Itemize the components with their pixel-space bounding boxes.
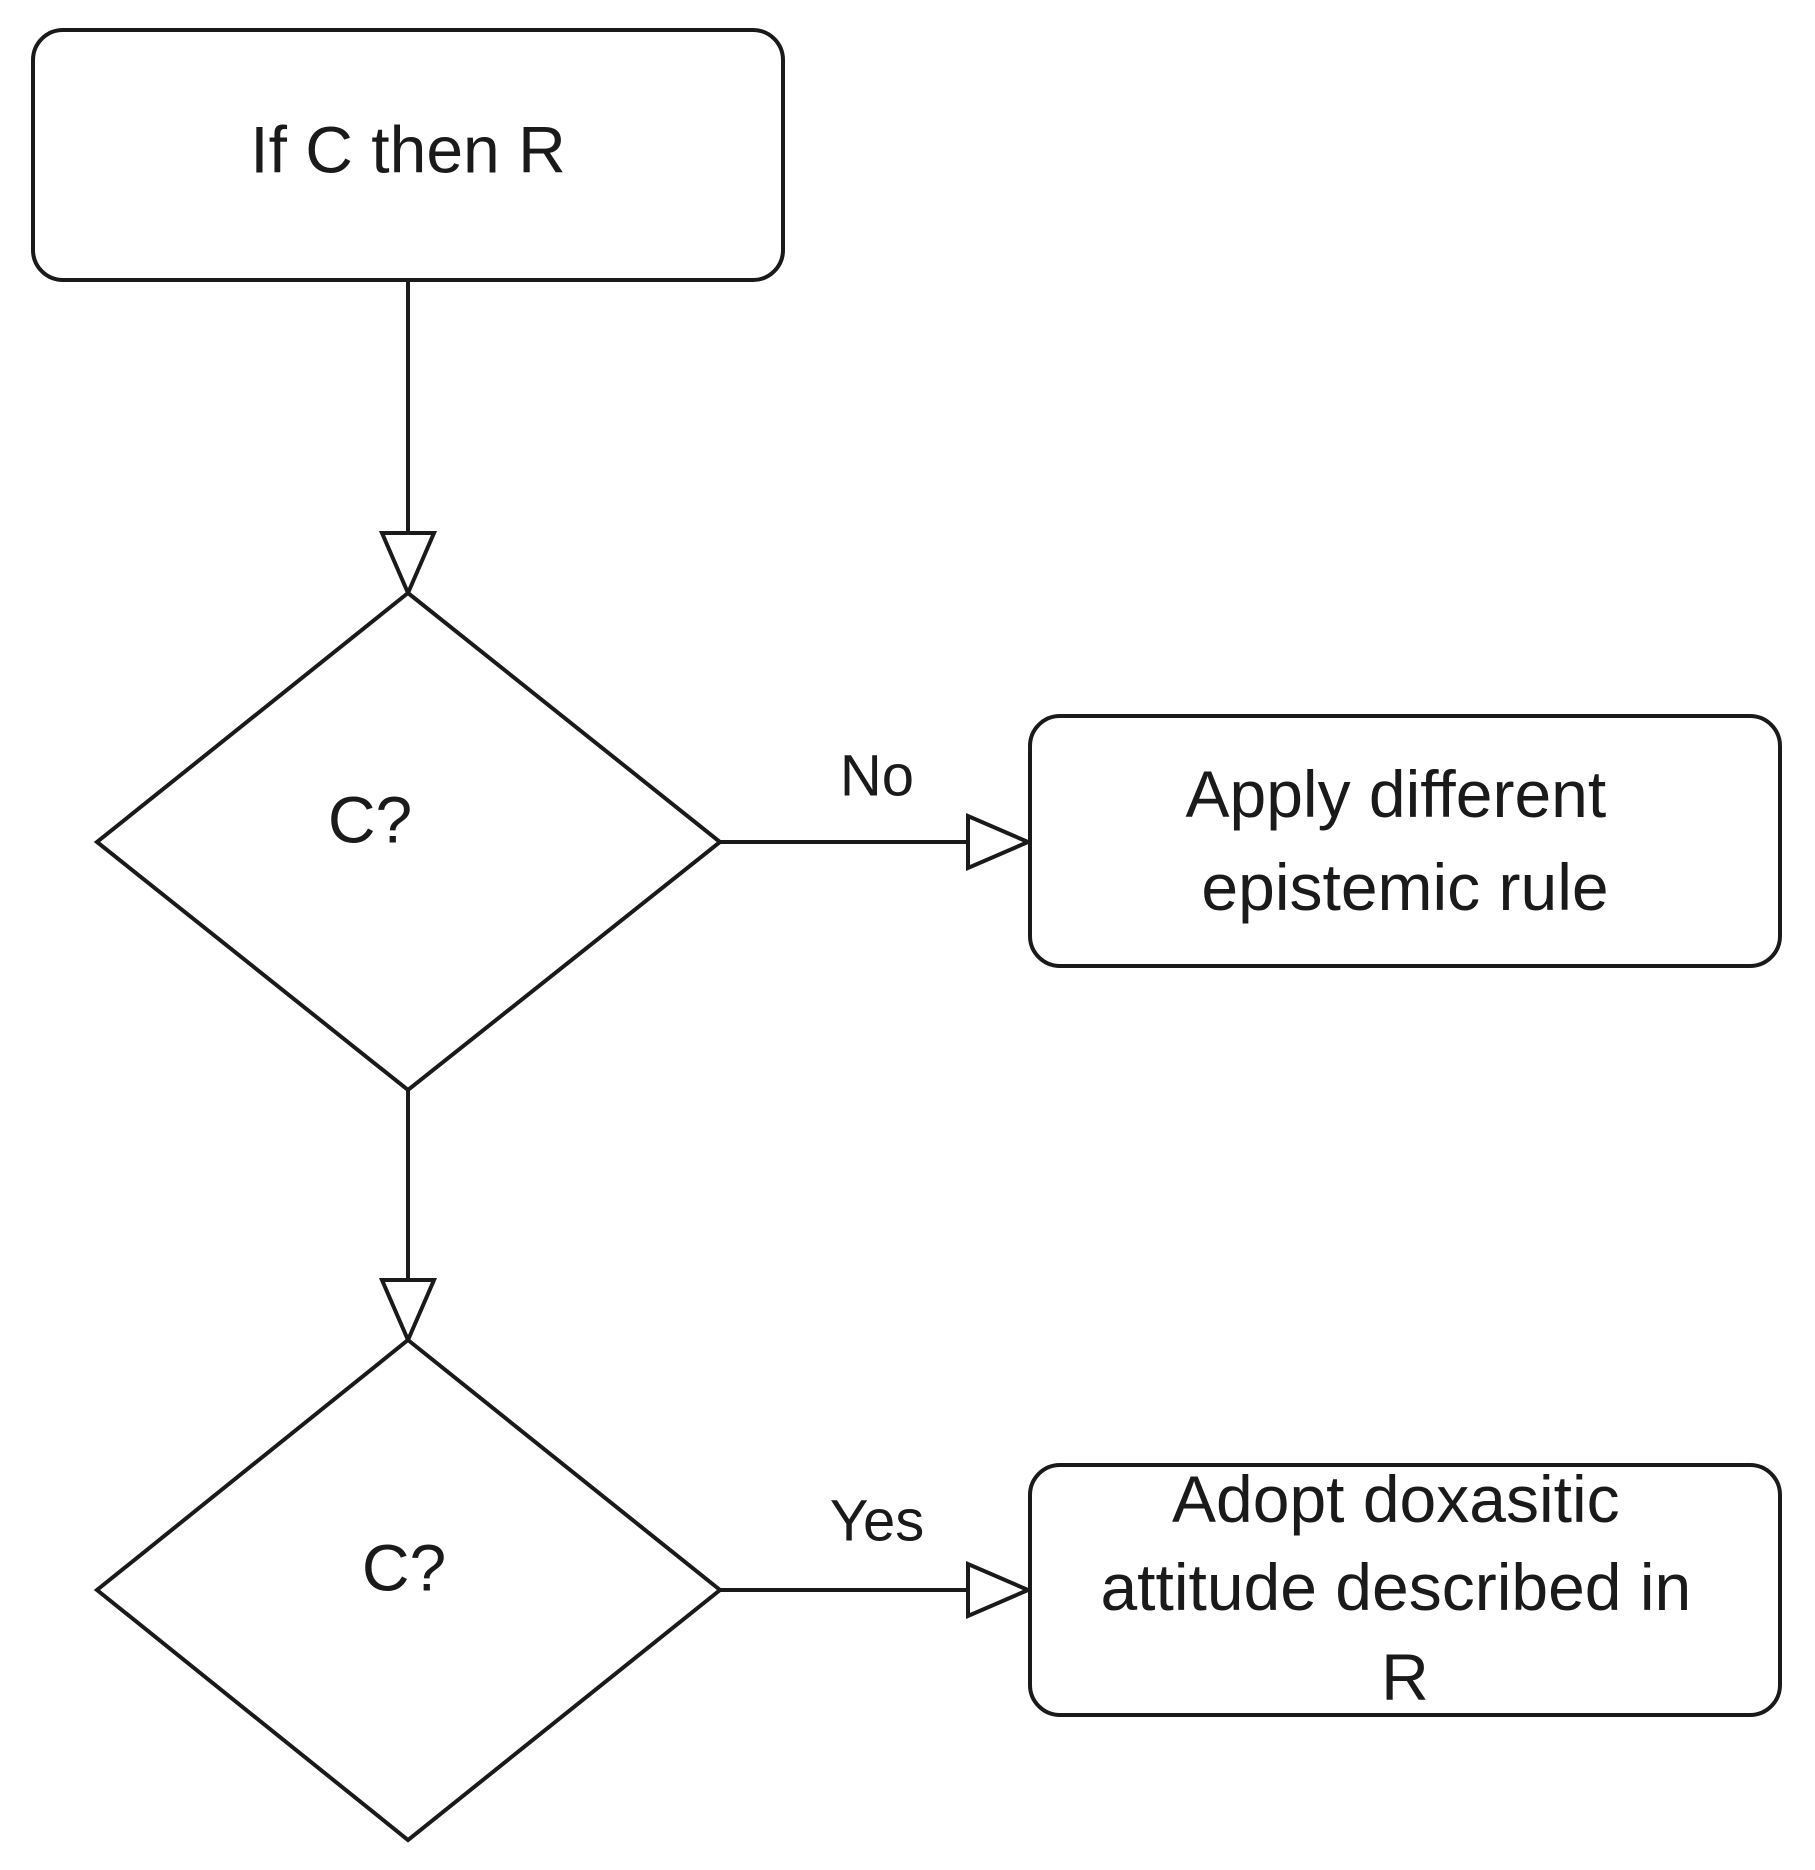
decision-1-label: C? [328, 782, 412, 856]
arrowhead-down-1 [378, 531, 438, 599]
arrowhead-right-no [966, 812, 1034, 872]
outcome-no-line-1: Apply different [1185, 757, 1606, 831]
outcome-yes-text: Adopt doxasitic attitude described in R [1100, 1462, 1709, 1714]
arrowhead-right-yes [966, 1560, 1034, 1620]
start-node: If C then R [31, 28, 785, 282]
no-label: No [840, 743, 914, 808]
decision-2: C? [93, 1337, 724, 1843]
arrowhead-down-2 [378, 1278, 438, 1346]
start-node-label: If C then R [250, 112, 565, 186]
decision-2-label: C? [362, 1530, 446, 1604]
outcome-no-box: Apply different epistemic rule [1028, 714, 1782, 968]
outcome-no-line-2: epistemic rule [1201, 850, 1608, 924]
outcome-yes-line-1: Adopt doxasitic [1172, 1462, 1620, 1536]
yes-label: Yes [830, 1488, 925, 1553]
outcome-yes-line-3: R [1381, 1640, 1429, 1714]
edge-no: No [720, 743, 1034, 872]
outcome-yes-box: Adopt doxasitic attitude described in R [1028, 1462, 1782, 1717]
decision-1: C? [93, 590, 724, 1093]
edge-yes: Yes [720, 1488, 1034, 1620]
outcome-no-text: Apply different epistemic rule [1185, 757, 1624, 924]
outcome-yes-line-2: attitude described in [1100, 1550, 1691, 1624]
edge-decision-1-to-decision-2 [378, 1090, 438, 1346]
edge-start-to-decision-1 [378, 280, 438, 599]
